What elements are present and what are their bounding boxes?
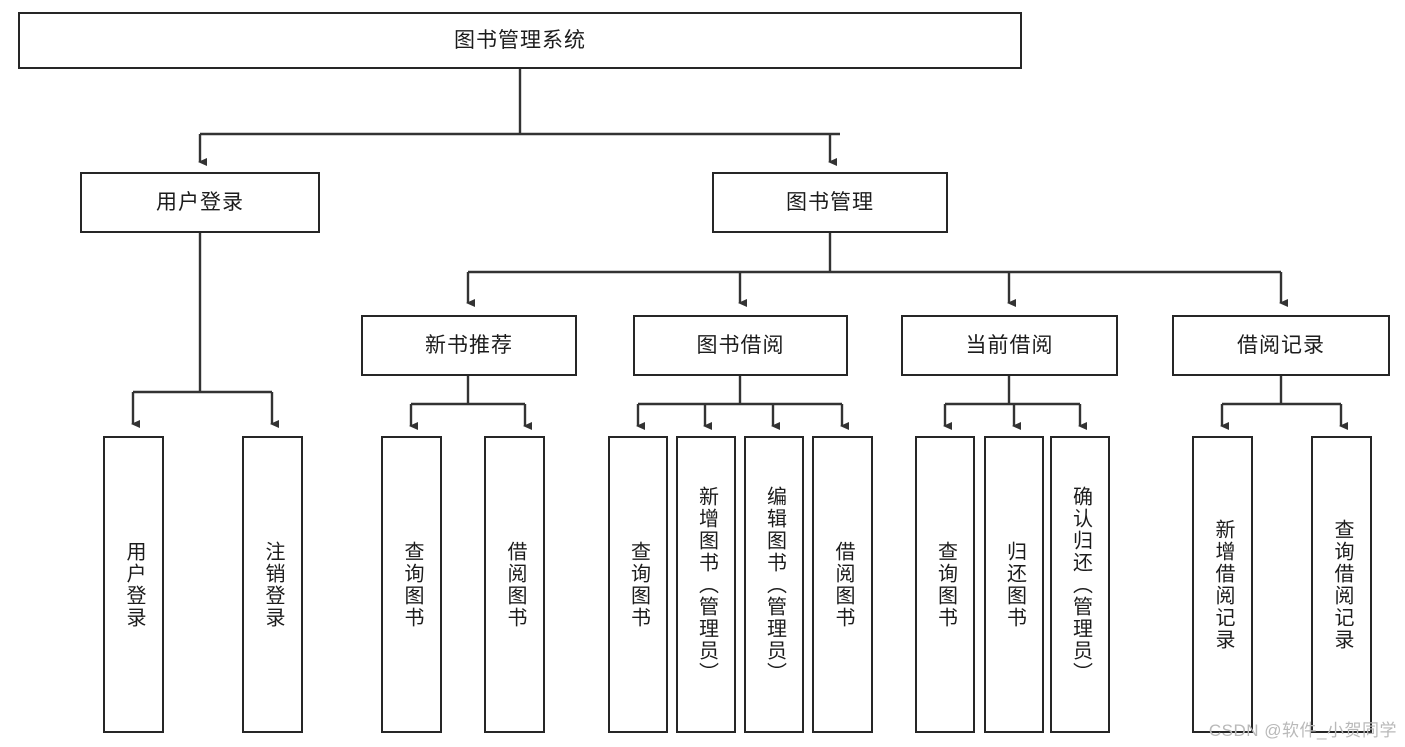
leaf-edit-book-admin[interactable]: 编辑图书（管理员）	[744, 436, 804, 733]
leaf-add-book-admin[interactable]: 新增图书（管理员）	[676, 436, 736, 733]
leaf-return-books[interactable]: 归还图书	[984, 436, 1044, 733]
leaf-logout-label: 注销登录	[262, 540, 284, 629]
node-borrow-records-label: 借阅记录	[1237, 333, 1325, 357]
node-new-book-recommend-label: 新书推荐	[425, 333, 513, 357]
node-book-management[interactable]: 图书管理	[712, 172, 948, 233]
leaf-user-login-label: 用户登录	[123, 540, 145, 629]
leaf-query-books-borrow[interactable]: 查询图书	[608, 436, 668, 733]
leaf-query-borrow-record-label: 查询借阅记录	[1331, 518, 1353, 651]
node-book-borrow[interactable]: 图书借阅	[633, 315, 848, 376]
leaf-query-books-recommend[interactable]: 查询图书	[381, 436, 442, 733]
node-book-management-label: 图书管理	[786, 190, 874, 214]
leaf-edit-book-admin-label: 编辑图书（管理员）	[763, 485, 786, 684]
leaf-borrow-books[interactable]: 借阅图书	[812, 436, 873, 733]
leaf-add-borrow-record[interactable]: 新增借阅记录	[1192, 436, 1253, 733]
leaf-add-borrow-record-label: 新增借阅记录	[1212, 518, 1234, 651]
leaf-borrow-books-recommend-label: 借阅图书	[504, 540, 526, 629]
node-root[interactable]: 图书管理系统	[18, 12, 1022, 69]
leaf-return-books-label: 归还图书	[1003, 540, 1026, 629]
leaf-query-borrow-record[interactable]: 查询借阅记录	[1311, 436, 1372, 733]
node-book-borrow-label: 图书借阅	[696, 333, 785, 357]
node-current-borrow-label: 当前借阅	[965, 333, 1054, 357]
leaf-confirm-return-admin-label: 确认归还（管理员）	[1069, 485, 1092, 684]
node-current-borrow[interactable]: 当前借阅	[901, 315, 1118, 376]
node-root-label: 图书管理系统	[454, 28, 586, 52]
leaf-confirm-return-admin[interactable]: 确认归还（管理员）	[1050, 436, 1110, 733]
leaf-logout[interactable]: 注销登录	[242, 436, 303, 733]
leaf-query-books-borrow-label: 查询图书	[627, 540, 650, 629]
node-user-login[interactable]: 用户登录	[80, 172, 320, 233]
leaf-query-books-current-label: 查询图书	[934, 540, 957, 629]
node-user-login-label: 用户登录	[156, 190, 244, 214]
leaf-borrow-books-recommend[interactable]: 借阅图书	[484, 436, 545, 733]
leaf-user-login[interactable]: 用户登录	[103, 436, 164, 733]
leaf-query-books-recommend-label: 查询图书	[401, 540, 423, 629]
node-borrow-records[interactable]: 借阅记录	[1172, 315, 1390, 376]
leaf-query-books-current[interactable]: 查询图书	[915, 436, 975, 733]
leaf-add-book-admin-label: 新增图书（管理员）	[695, 485, 718, 684]
watermark: CSDN @软件_小贺同学	[1208, 721, 1397, 740]
node-new-book-recommend[interactable]: 新书推荐	[361, 315, 577, 376]
leaf-borrow-books-label: 借阅图书	[832, 540, 854, 629]
